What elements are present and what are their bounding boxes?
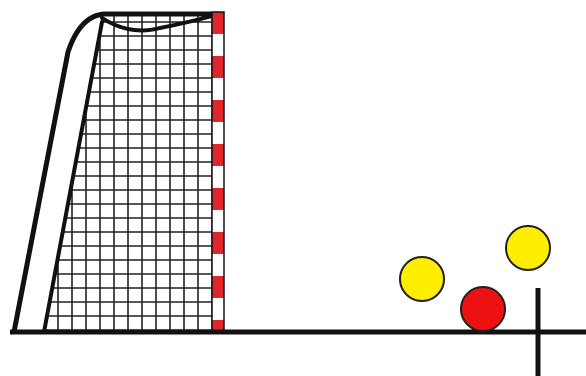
goal-net <box>10 10 214 332</box>
goal-post-stripe <box>212 166 224 188</box>
goal-back-frame-outer <box>14 14 212 332</box>
goal-post-stripe <box>212 210 224 232</box>
goal-post-stripe <box>212 276 224 298</box>
red-ball <box>461 287 505 331</box>
goal-post-stripe <box>212 144 224 166</box>
goal-post-stripe <box>212 56 224 78</box>
goal-post-stripe <box>212 12 224 34</box>
goal-post-stripe <box>212 78 224 100</box>
goal-post-stripe <box>212 100 224 122</box>
goal-post-stripe <box>212 122 224 144</box>
goal-post-stripe <box>212 254 224 276</box>
goal-back-frame-inner <box>44 22 102 332</box>
yellow-ball-right <box>506 226 550 270</box>
goal-post-stripe <box>212 298 224 320</box>
goal-post-stripe <box>212 188 224 210</box>
goal-frame <box>14 14 212 332</box>
yellow-ball-left <box>400 257 444 301</box>
goal-post-stripe <box>212 34 224 56</box>
goal-net-top <box>102 16 212 30</box>
goal-post-stripe <box>212 232 224 254</box>
goal-post <box>212 12 224 332</box>
